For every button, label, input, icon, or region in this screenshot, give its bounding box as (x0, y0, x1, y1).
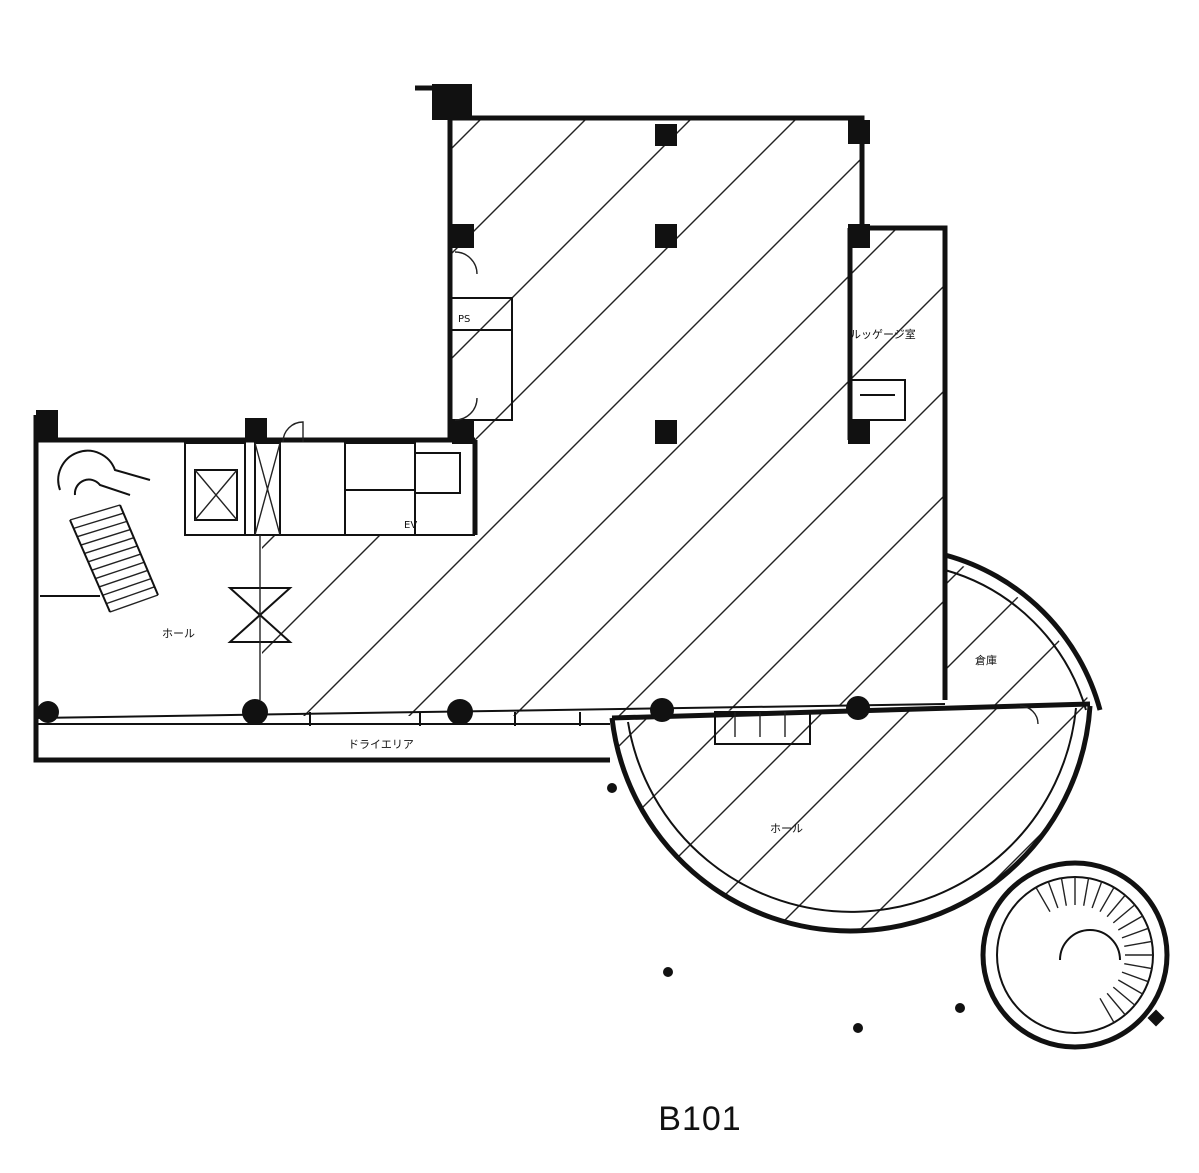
stair-step (91, 553, 141, 571)
stair-step (87, 545, 138, 563)
hatch-line (262, 118, 711, 716)
hatch-main (0, 100, 1199, 740)
small-room-label: 倉庫 (975, 653, 997, 667)
round-hall-label: ホール (770, 822, 803, 835)
hall-double-door (227, 535, 293, 700)
hatch-line (0, 540, 140, 720)
hatch-line (385, 540, 565, 720)
stair-step (1112, 904, 1136, 924)
stair-step (69, 504, 121, 521)
hatch-line (894, 706, 1090, 933)
dry-area-ticks (309, 712, 581, 726)
hatch-line (45, 540, 225, 720)
hatch-line (130, 540, 310, 720)
hatch-line (45, 700, 325, 980)
stair-step (1099, 997, 1115, 1023)
hatch-round-hall (0, 700, 1199, 980)
hatch-line (724, 706, 1006, 933)
hatch-line (1120, 100, 1199, 740)
hatch-line (555, 540, 735, 720)
stair-step (1106, 992, 1126, 1016)
stair-step (1106, 894, 1126, 918)
spiral-stair-right (980, 860, 1170, 1050)
hatch-line (979, 560, 1090, 706)
stair-step (95, 561, 145, 580)
hatch-line (699, 118, 945, 716)
stair-step (84, 537, 135, 555)
hatch-line (262, 118, 396, 716)
stair-step (1047, 881, 1059, 909)
hatch-line (262, 118, 606, 716)
stair-step (1124, 962, 1152, 970)
luggage-room-label: ルッゲージ室 (850, 327, 916, 341)
hatch-line (640, 540, 820, 720)
hall-left-label: ホール (162, 627, 195, 640)
hatch-line (909, 118, 945, 716)
luggage-room-walls (847, 228, 906, 440)
stair-step (1121, 971, 1149, 983)
stair-step (1117, 915, 1143, 931)
stair-step (77, 520, 128, 538)
hatch-line (300, 700, 580, 980)
hatch-line (0, 540, 55, 720)
stair-step (73, 512, 124, 530)
stair-step (1117, 979, 1143, 995)
stair-step (1035, 887, 1051, 913)
stair-step (1060, 878, 1068, 906)
hatch-line (725, 540, 905, 720)
hatch-line (639, 706, 921, 933)
stair-step (109, 594, 159, 613)
ev-label: EV (404, 520, 417, 531)
stair-step (1121, 927, 1149, 939)
hatch-line (804, 118, 945, 716)
spiral-stair-left (40, 449, 159, 613)
service-core (184, 251, 513, 536)
dry-area-label: ドライエリア (348, 738, 414, 751)
columns (36, 84, 965, 1033)
stair-step (1091, 881, 1103, 909)
ps-label: PS (458, 314, 470, 325)
floor-id-label: B101 (658, 1100, 742, 1138)
hatch-line (470, 540, 650, 720)
round-hall-doors (714, 705, 1039, 745)
hatch-line (594, 118, 945, 716)
hatch-line (1150, 540, 1199, 720)
hatch-line (1015, 100, 1199, 740)
hatch-line (279, 118, 921, 716)
hatch-line (489, 118, 945, 716)
hatch-line (1064, 560, 1090, 706)
stair-step (98, 569, 148, 588)
stair-step (80, 528, 131, 546)
hatch-line (1150, 700, 1199, 980)
hatch-line (945, 560, 991, 706)
stair-step (1124, 940, 1152, 948)
stair-step (106, 586, 155, 605)
stair-step (102, 577, 152, 596)
hatch-line (0, 700, 155, 980)
stair-step (1082, 878, 1090, 906)
hatch-line (612, 706, 836, 933)
hatch-line (612, 706, 751, 933)
hatch-line (0, 100, 185, 740)
hatch-line (612, 706, 666, 933)
stair-step (1099, 887, 1115, 913)
stair-step (1112, 986, 1136, 1006)
hatch-line (945, 560, 1076, 706)
hatch-line (809, 706, 1090, 933)
